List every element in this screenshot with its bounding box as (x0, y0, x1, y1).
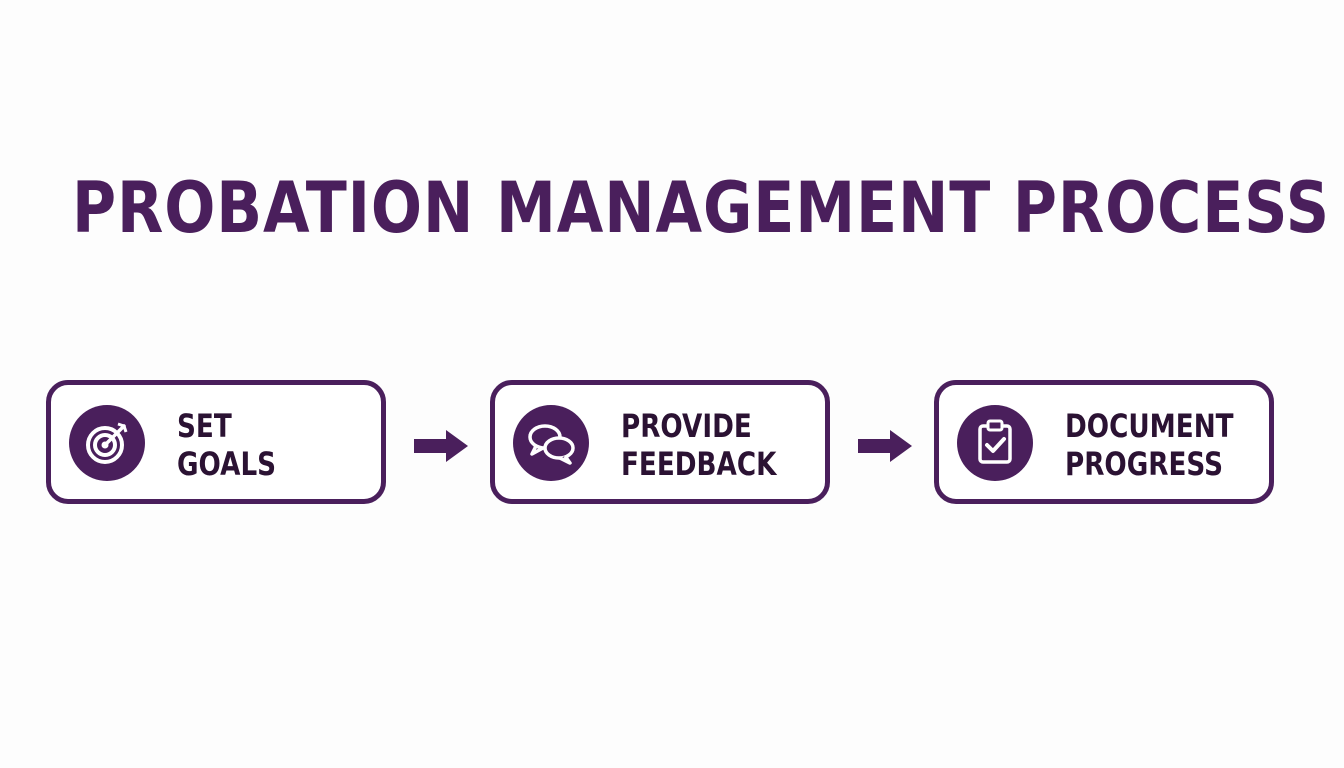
step-provide-feedback: PROVIDE FEEDBACK (490, 380, 830, 504)
step-label: SET GOALS (177, 407, 276, 483)
step-label-line-2: FEEDBACK (621, 445, 777, 483)
page-title: PROBATION MANAGEMENT PROCESS (72, 167, 1330, 249)
step-set-goals: SET GOALS (46, 380, 386, 504)
target-icon (69, 405, 145, 481)
step-label-line-2: GOALS (177, 445, 277, 483)
step-label: DOCUMENT PROGRESS (1065, 407, 1234, 483)
arrow-right-icon (414, 430, 468, 462)
step-label-line-2: PROGRESS (1065, 445, 1224, 483)
arrow-right-icon (858, 430, 912, 462)
step-label: PROVIDE FEEDBACK (621, 407, 776, 483)
step-label-line-1: DOCUMENT (1065, 407, 1234, 445)
step-document-progress: DOCUMENT PROGRESS (934, 380, 1274, 504)
clipboard-check-icon (957, 405, 1033, 481)
step-label-line-1: PROVIDE (621, 407, 752, 445)
step-label-line-1: SET (177, 407, 232, 445)
chat-bubbles-icon (513, 405, 589, 481)
